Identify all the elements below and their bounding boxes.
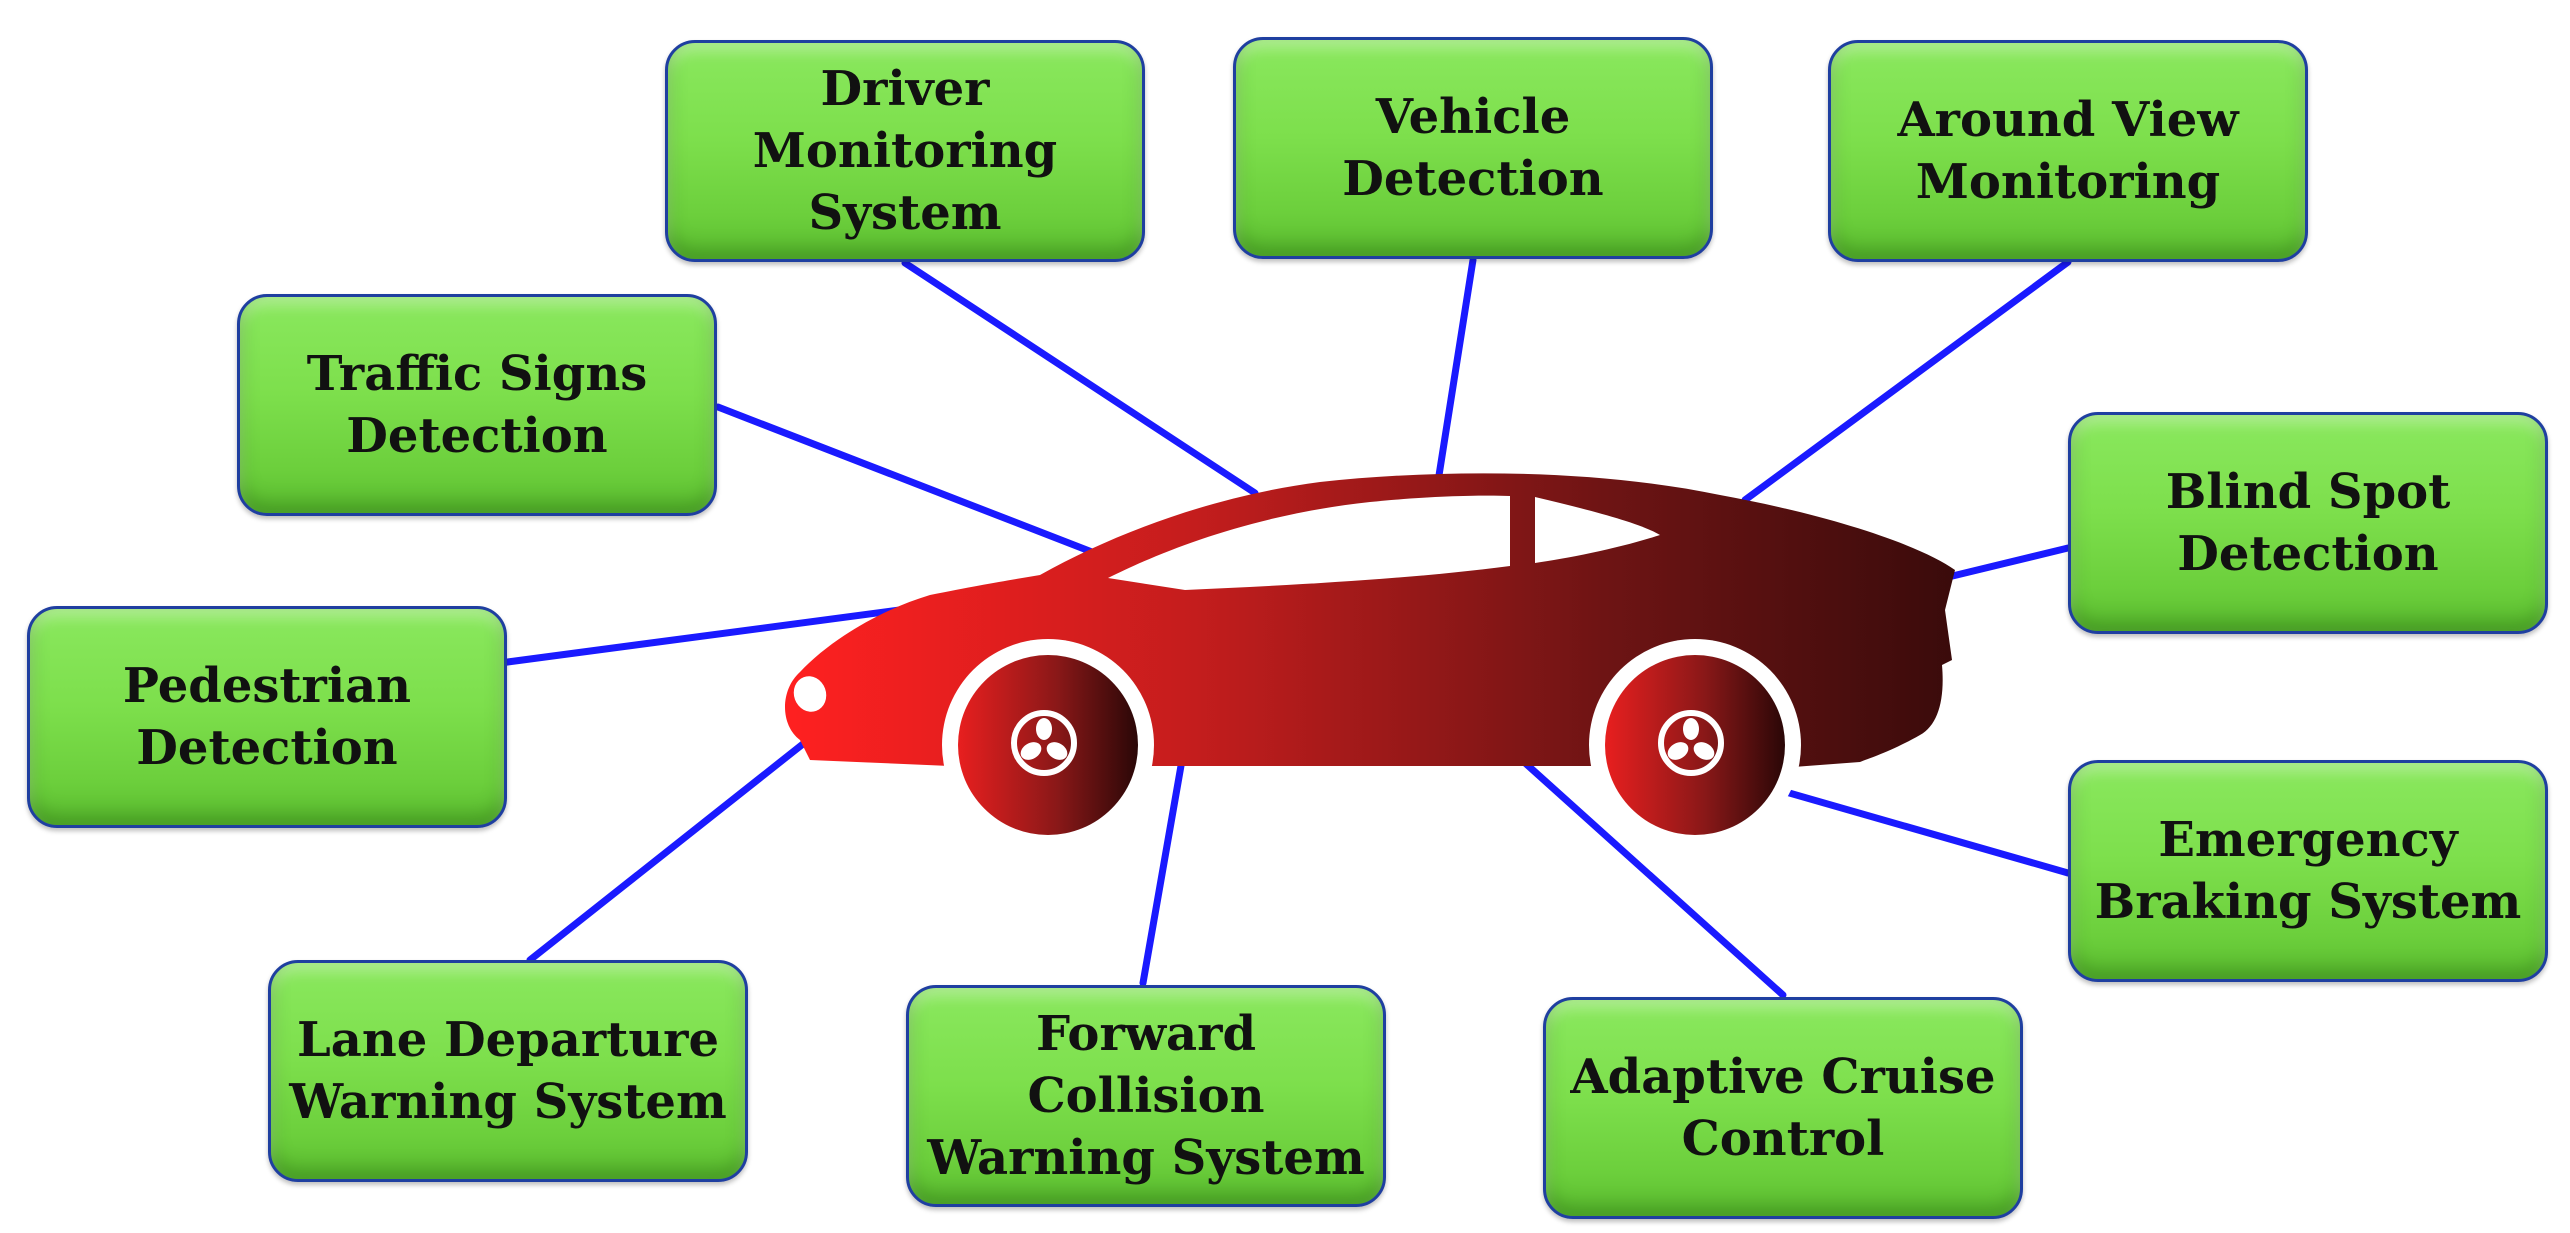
connector-adaptive-cruise: [1520, 758, 1787, 999]
connector-pedestrian: [496, 603, 926, 667]
box-around-view: Around View Monitoring: [1828, 40, 2308, 262]
connector-traffic-signs: [714, 403, 1096, 556]
box-vehicle-detection: Vehicle Detection: [1233, 37, 1713, 259]
connector-lane-departure: [526, 736, 812, 964]
front-hub: [1011, 710, 1077, 776]
sedan-car-icon: [785, 473, 1955, 851]
front-window: [1108, 495, 1510, 590]
box-pedestrian: Pedestrian Detection: [27, 606, 507, 828]
box-driver-monitoring: Driver Monitoring System: [665, 40, 1145, 262]
box-forward-collision: Forward Collision Warning System: [906, 985, 1386, 1207]
connector-blind-spot: [1932, 544, 2072, 584]
connector-emergency-braking: [1761, 782, 2072, 877]
rear-window: [1535, 497, 1660, 563]
connector-vehicle-detection: [1433, 256, 1477, 492]
box-emergency-braking: Emergency Braking System: [2068, 760, 2548, 982]
connector-around-view: [1741, 258, 2072, 504]
box-lane-departure: Lane Departure Warning System: [268, 960, 748, 1182]
headlight: [793, 676, 827, 712]
connector-driver-monitoring: [901, 259, 1259, 497]
box-blind-spot: Blind Spot Detection: [2068, 412, 2548, 634]
front-hub-spokes: [1020, 718, 1068, 760]
connector-forward-collision: [1139, 756, 1186, 987]
rear-hub: [1658, 710, 1724, 776]
box-traffic-signs: Traffic Signs Detection: [237, 294, 717, 516]
rear-hub-spokes: [1667, 718, 1715, 760]
box-adaptive-cruise: Adaptive Cruise Control: [1543, 997, 2023, 1219]
